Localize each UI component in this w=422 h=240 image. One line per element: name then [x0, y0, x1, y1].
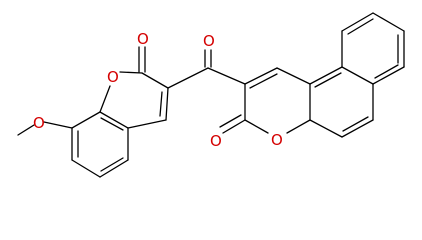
benzo-double-bond: [100, 157, 124, 172]
ketone-oxygen-label: O: [203, 32, 215, 50]
outer-ring-bond: [341, 12, 374, 32]
structure-canvas: O O O O O O: [17, 12, 405, 178]
ring-o-bond: [119, 71, 143, 74]
right-benzochromenone: [219, 12, 405, 138]
middle-ring-double-bond: [342, 116, 369, 132]
outer-ring-double-bond: [347, 18, 374, 35]
c3-c4-bond: [165, 87, 169, 121]
outer-ring-bond: [372, 66, 405, 85]
right-ring-oxygen-label: O: [271, 131, 283, 149]
ring-o-bond: [99, 85, 111, 113]
carbonyl-bond: [219, 114, 242, 128]
lactone-bond: [141, 72, 169, 89]
outer-ring-bond: [372, 12, 405, 32]
middle-ring-bond: [341, 66, 374, 85]
carbonyl-bond: [222, 119, 246, 134]
left-ring-oxygen-label: O: [107, 68, 119, 86]
molecule-diagram: O O O O O O: [17, 12, 405, 178]
benzo-bond: [71, 111, 101, 129]
lactone-o-bond: [244, 119, 269, 134]
middle-ring-bond: [341, 119, 374, 138]
methoxy-oxygen-label: O: [33, 114, 45, 132]
left-coumarin: [17, 46, 169, 178]
left-carbonyl-oxygen-label: O: [137, 30, 149, 48]
benzo-bond: [99, 111, 129, 129]
methyl-bond: [17, 124, 35, 136]
methoxy-o-aryl-bond: [43, 121, 73, 129]
right-carbonyl-oxygen-label: O: [210, 132, 222, 150]
benzo-bond: [71, 159, 101, 178]
c2-c1-double-bond: [249, 73, 278, 89]
atom-labels: O O O O O O: [33, 30, 283, 150]
benzo-bond: [99, 159, 129, 178]
outer-ring-double-bond: [374, 64, 399, 79]
middle-ring-bond: [309, 66, 343, 85]
c4-c4a-bond: [127, 119, 167, 129]
bridge-bond: [207, 67, 246, 85]
lactone-o-bond: [286, 119, 311, 134]
benzo-double-bond: [100, 117, 124, 131]
c2-c1-bond: [244, 67, 278, 85]
c3-c4-double-bond: [159, 91, 163, 117]
middle-ring-double-bond: [314, 72, 342, 88]
middle-ring-bond: [309, 119, 343, 138]
bridge-bond: [167, 67, 209, 89]
ketone-bridge: [167, 49, 246, 89]
c1-c10b-bond: [276, 67, 311, 85]
